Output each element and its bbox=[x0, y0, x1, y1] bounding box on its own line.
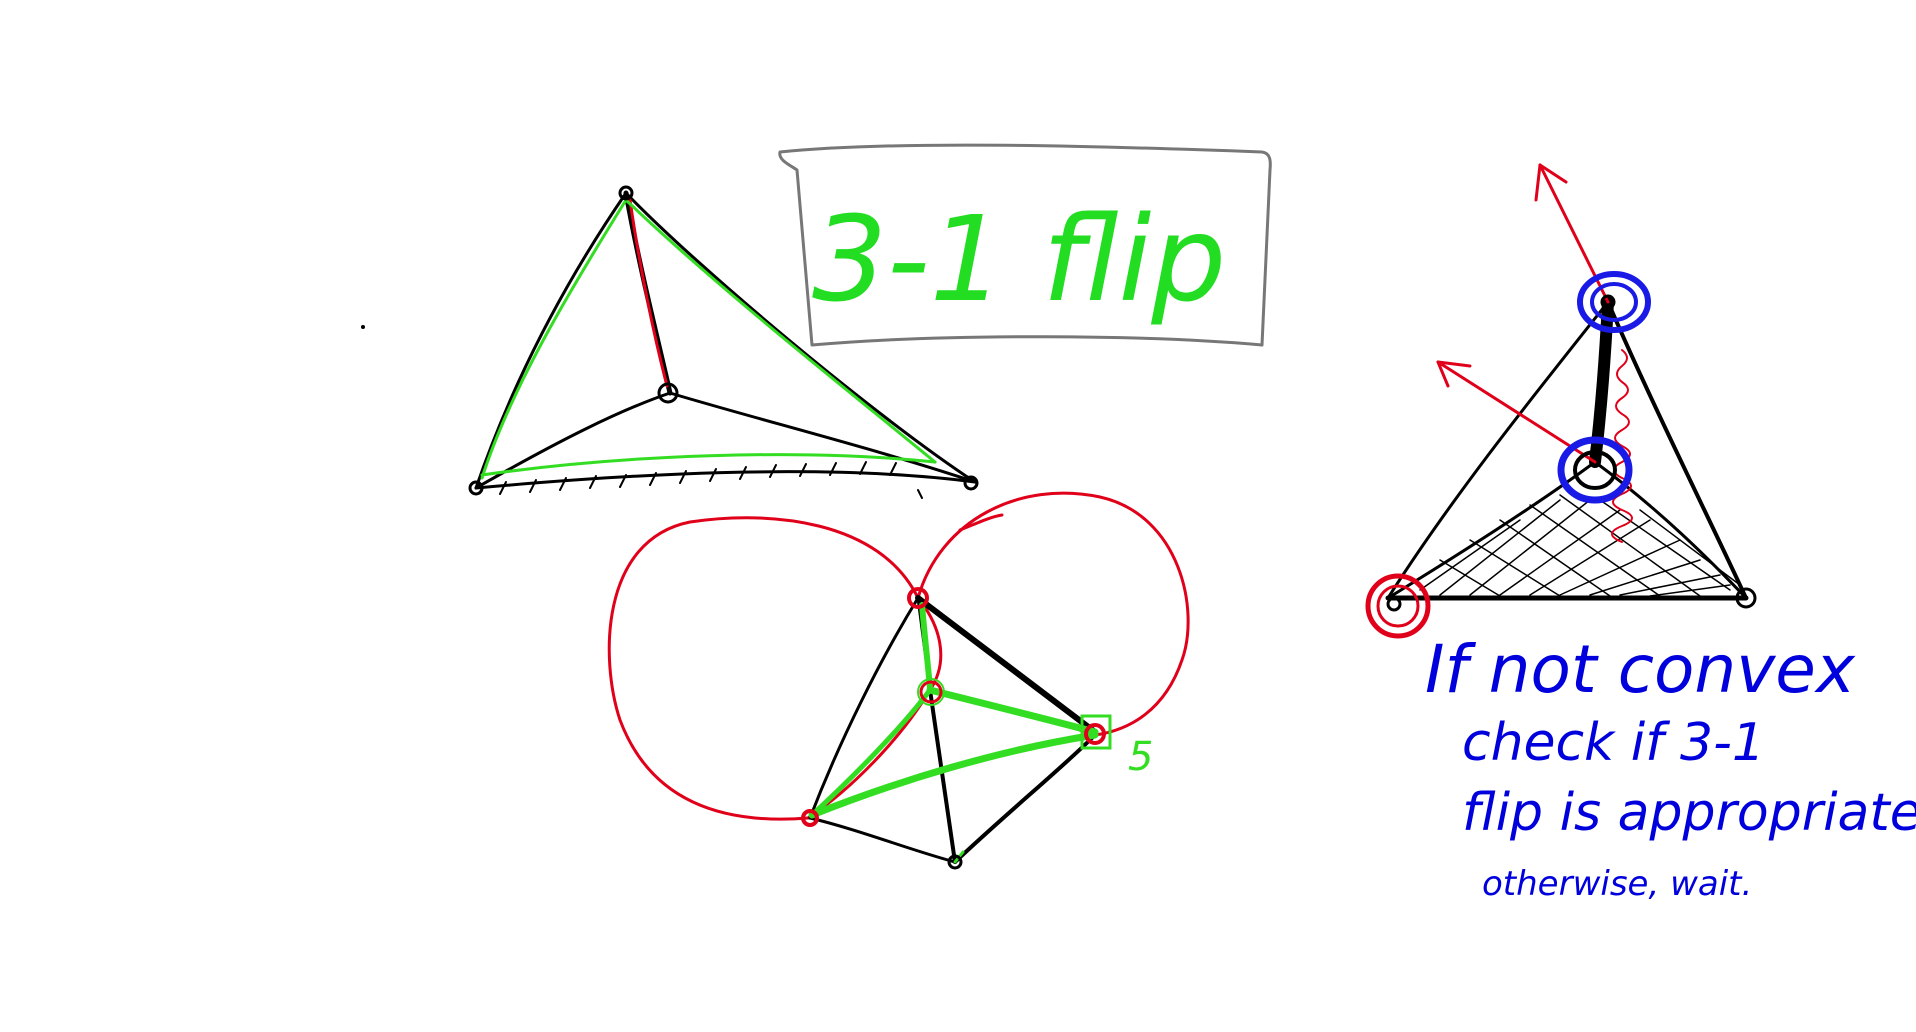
blue-vertex-center bbox=[1557, 436, 1633, 504]
circle-vertex-center-green bbox=[917, 678, 945, 706]
annotation-line-4: otherwise, wait. bbox=[1482, 864, 1752, 904]
triangle-before-flip bbox=[468, 185, 979, 499]
annotation-line-1: If not convex bbox=[1425, 631, 1856, 708]
blue-vertex-top bbox=[1577, 271, 1651, 333]
title-box: 3-1 flip bbox=[778, 143, 1272, 347]
circle-vertex-bottom bbox=[947, 854, 963, 870]
red-vertex-left bbox=[1365, 573, 1431, 639]
title-text: 3-1 flip bbox=[812, 190, 1226, 328]
circle-vertex-right bbox=[1084, 723, 1106, 745]
vertex-right-end bbox=[1735, 587, 1757, 609]
circumcircle-diagram: 5 bbox=[607, 491, 1190, 870]
vertex-left bbox=[468, 480, 484, 496]
annotation-line-2: check if 3-1 bbox=[1462, 713, 1765, 773]
nonconvex-triangle-diagram bbox=[1365, 163, 1757, 639]
circle-vertex-top bbox=[907, 587, 929, 609]
annotation-line-3: flip is appropriate. bbox=[1462, 783, 1916, 843]
vertex-5-marker bbox=[1080, 714, 1112, 750]
vertex-5-label: 5 bbox=[1128, 734, 1153, 780]
circle-vertex-center bbox=[919, 680, 943, 704]
vertex-top bbox=[618, 185, 634, 201]
vertex-center bbox=[657, 382, 679, 404]
stray-dot bbox=[361, 325, 365, 329]
vertex-right bbox=[963, 475, 979, 491]
circle-vertex-left bbox=[801, 809, 819, 827]
annotation: If not convex check if 3-1 flip is appro… bbox=[1425, 631, 1916, 904]
